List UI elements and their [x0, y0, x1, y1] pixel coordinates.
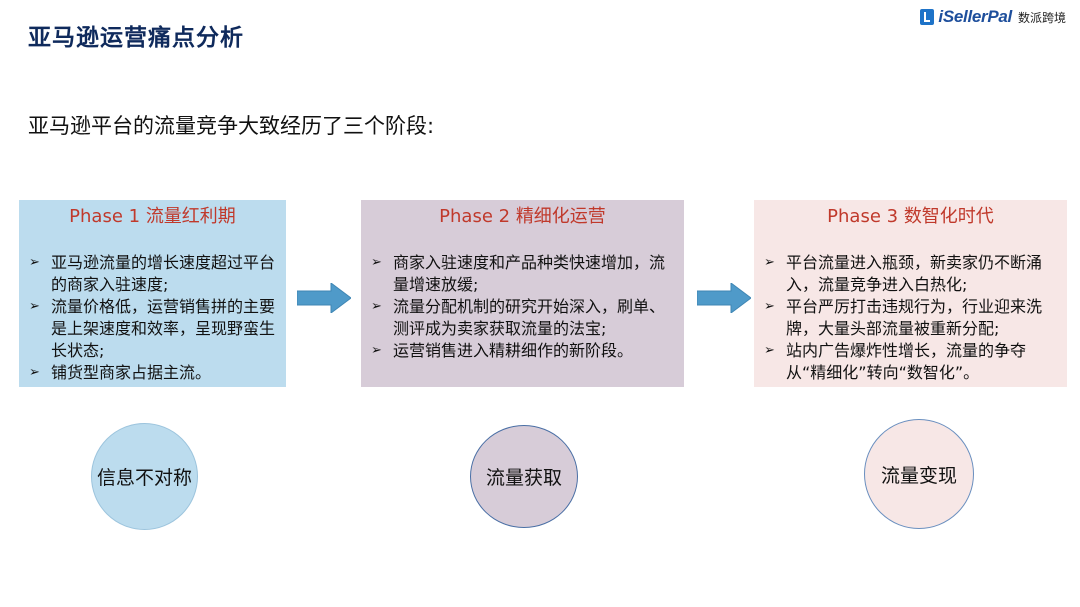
- phase-3-item: 平台严厉打击违规行为，行业迎来洗牌，大量头部流量被重新分配;: [764, 296, 1057, 340]
- phase-2-item: 商家入驻速度和产品种类快速增加，流量增速放缓;: [371, 252, 674, 296]
- circle-traffic-acquisition: 流量获取: [470, 425, 578, 528]
- phase-2-list: 商家入驻速度和产品种类快速增加，流量增速放缓; 流量分配机制的研究开始深入，刷单…: [371, 252, 674, 362]
- brand-logo-text-en: iSellerPal: [938, 7, 1012, 26]
- brand-logo-text-cn: 数派跨境: [1017, 10, 1066, 25]
- intro-text: 亚马逊平台的流量竞争大致经历了三个阶段:: [28, 114, 435, 138]
- phase-2-box: Phase 2 精细化运营 商家入驻速度和产品种类快速增加，流量增速放缓; 流量…: [361, 200, 684, 387]
- phase-3-box: Phase 3 数智化时代 平台流量进入瓶颈，新卖家仍不断涌入，流量竞争进入白热…: [754, 200, 1067, 387]
- phase-1-item: 亚马逊流量的增长速度超过平台的商家入驻速度;: [29, 252, 276, 296]
- circle-traffic-monetization: 流量变现: [864, 419, 974, 529]
- right-arrow-icon: [697, 283, 751, 313]
- phase-1-box: Phase 1 流量红利期 亚马逊流量的增长速度超过平台的商家入驻速度; 流量价…: [19, 200, 286, 387]
- phase-3-item: 站内广告爆炸性增长，流量的争夺从“精细化”转向“数智化”。: [764, 340, 1057, 384]
- phase-3-heading: Phase 3 数智化时代: [827, 206, 994, 227]
- phase-1-list: 亚马逊流量的增长速度超过平台的商家入驻速度; 流量价格低，运营销售拼的主要是上架…: [29, 252, 276, 384]
- phase-2-item: 运营销售进入精耕细作的新阶段。: [371, 340, 674, 362]
- brand-logo-icon: [920, 9, 935, 25]
- phase-1-item: 流量价格低，运营销售拼的主要是上架速度和效率，呈现野蛮生长状态;: [29, 296, 276, 362]
- phase-2-item: 流量分配机制的研究开始深入，刷单、测评成为卖家获取流量的法宝;: [371, 296, 674, 340]
- circle-info-asymmetry: 信息不对称: [91, 423, 198, 530]
- phase-1-item: 铺货型商家占据主流。: [29, 362, 276, 384]
- phase-2-heading: Phase 2 精细化运营: [439, 206, 606, 227]
- brand-logo: iSellerPal 数派跨境: [920, 6, 1066, 28]
- phase-1-heading: Phase 1 流量红利期: [69, 206, 236, 227]
- right-arrow-icon: [297, 283, 351, 313]
- page-title: 亚马逊运营痛点分析: [28, 25, 244, 51]
- phase-3-list: 平台流量进入瓶颈，新卖家仍不断涌入，流量竞争进入白热化; 平台严厉打击违规行为，…: [764, 252, 1057, 384]
- phase-3-item: 平台流量进入瓶颈，新卖家仍不断涌入，流量竞争进入白热化;: [764, 252, 1057, 296]
